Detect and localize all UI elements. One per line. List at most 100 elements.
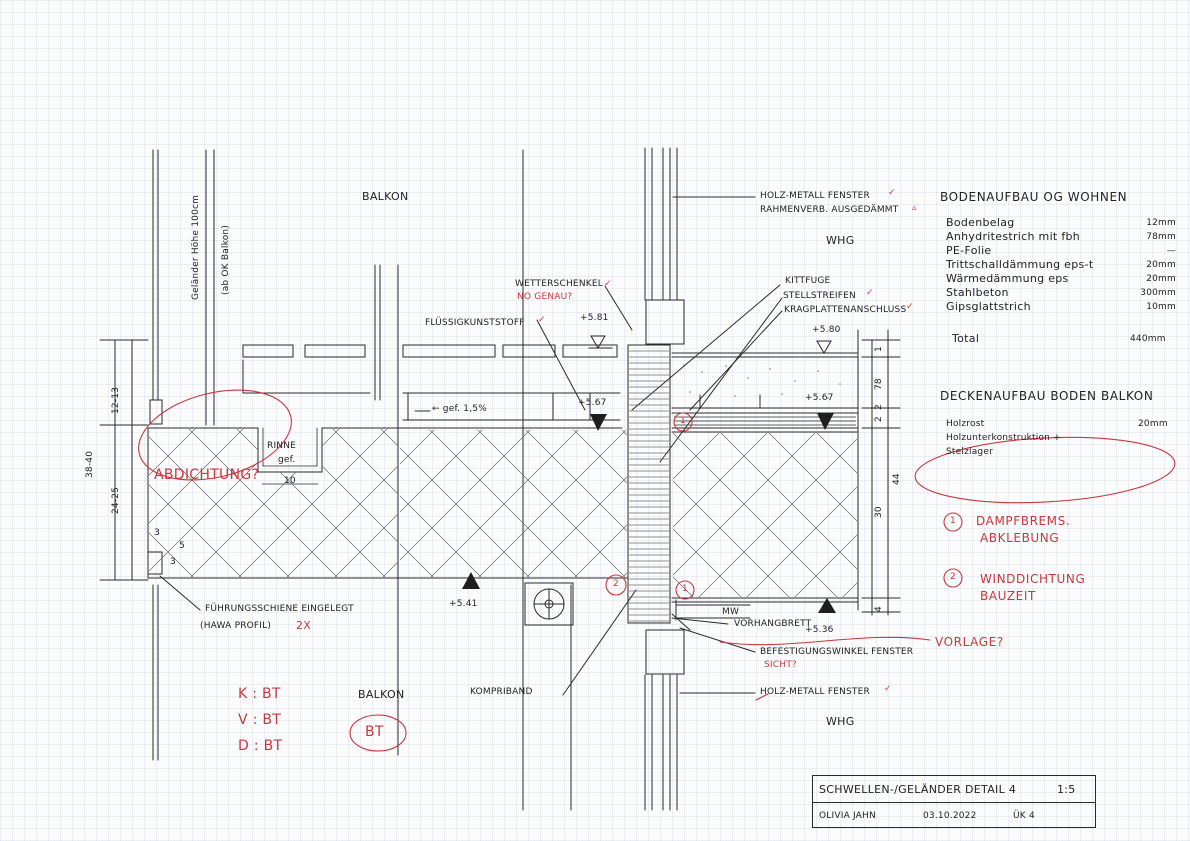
level-top-left: +5.81 [580,313,609,323]
level-mid-right: +5.67 [805,393,834,403]
decke-layer-value: 20mm [1138,419,1168,429]
rahmen-mark: ▵ [912,203,917,213]
title-block-divider [813,802,1095,803]
balkon-top-label: BALKON [362,190,409,203]
kompriband-label: KOMPRIBAND [470,687,533,697]
stellstreifen-label: STELLSTREIFEN [783,291,856,301]
zx-note: 2X [296,619,312,632]
titleblock-date: 03.10.2022 [923,811,977,821]
rinne-label: RINNE [267,441,297,451]
boden-og-row: Stahlbeton 300mm [940,287,1176,301]
layer-value: — [1166,246,1176,256]
review-bt-circled: BT [365,724,384,740]
ab-balkon-label: (ab OK Balkon) [221,224,231,295]
fuehrungsschiene-label: FÜHRUNGSSCHIENE EINGELEGT [205,604,354,614]
kragplatten-check: ✓ [906,302,914,312]
dim-small-5: 5 [179,541,185,551]
layer-value: 20mm [1146,260,1176,270]
level-mid-left: +5.67 [578,398,607,408]
layer-name: Wärmedämmung eps [946,272,1069,285]
title-block: SCHWELLEN-/GELÄNDER DETAIL 4 1:5 OLIVIA … [812,775,1096,828]
decke-layer-name: Holzrost [946,419,985,429]
level-top-right: +5.80 [812,325,841,335]
level-bottom-right: +5.36 [805,625,834,635]
dim-right-78: 78 [874,378,884,390]
marker-2-label: 2 [613,579,619,589]
slope-label: ← gef. 1,5% [432,404,487,414]
dim-left-lower: 24-25 [111,486,121,514]
boden-og-row: Anhydritestrich mit fbh 78mm [940,231,1176,245]
dim-right-total: 44 [892,473,902,485]
layer-name: Gipsglattstrich [946,300,1031,313]
note-2-number: 2 [950,572,956,582]
titleblock-title: SCHWELLEN-/GELÄNDER DETAIL 4 [819,783,1017,796]
layer-value: 300mm [1140,288,1176,298]
wetterschenkel-label: WETTERSCHENKEL [515,279,603,289]
decke-balkon-title: DECKENAUFBAU BODEN BALKON [940,389,1154,403]
vorlage-note: VORLAGE? [935,635,1004,649]
dim-left-total: 38-40 [85,450,95,478]
sicht-note: SICHT? [764,660,797,670]
note-1-number: 1 [950,516,956,526]
boden-og-row: Trittschalldämmung eps-t 20mm [940,259,1176,273]
note-1-line2: ABKLEBUNG [980,531,1060,545]
boden-og-row: Wärmedämmung eps 20mm [940,273,1176,287]
note-2-line2: BAUZEIT [980,589,1036,603]
titleblock-author: OLIVIA JAHN [819,811,876,821]
layer-value: 12mm [1146,218,1176,228]
kragplatten-label: KRAGPLATTENANSCHLUSS [784,305,907,315]
kittfuge-label: KITTFUGE [785,276,831,286]
whg-bottom-label: WHG [826,715,855,728]
review-d: D : BT [238,738,283,754]
titleblock-scale: 1:5 [1057,783,1076,796]
balkon-bottom-label: BALKON [358,688,405,701]
review-v: V : BT [238,712,282,728]
boden-og-row: Bodenbelag 12mm [940,217,1176,231]
boden-og-row: PE-Folie — [940,245,1176,259]
note-2-line1: WINDDICHTUNG [980,572,1086,586]
mw-label: MW [722,607,740,617]
layer-name: Stahlbeton [946,286,1009,299]
boden-og-list: Bodenbelag 12mm Anhydritestrich mit fbh … [940,217,1176,315]
review-k: K : BT [238,686,281,702]
boden-og-total-value: 440mm [1130,334,1166,344]
fluessig-check: ✓ [538,315,546,325]
layer-name: Bodenbelag [946,216,1015,229]
layer-name: Trittschalldämmung eps-t [946,258,1094,271]
level-bottom-left: +5.41 [449,599,478,609]
layer-name: PE-Folie [946,244,992,257]
dim-right-2a: 2 [874,416,884,422]
dim-right-4: 4 [874,606,884,612]
vorhangbrett-label: VORHANGBRETT [734,619,812,629]
fluessigkunststoff-label: FLÜSSIGKUNSTSTOFF [425,318,525,328]
hawa-label: (HAWA PROFIL) [200,621,272,631]
wetterschenkel-check: ✓ [604,279,612,289]
gelaender-hoehe-label: Geländer Höhe 100cm [191,194,201,300]
dim-right-1: 1 [874,346,884,352]
layer-value: 20mm [1146,274,1176,284]
layer-name: Anhydritestrich mit fbh [946,230,1081,243]
rinne-gef-label: gef. [278,455,296,465]
marker-3-label: 1 [682,584,688,594]
boden-og-row: Gipsglattstrich 10mm [940,301,1176,315]
abdichtung-note: ABDICHTUNG? [154,467,260,483]
fenster-top-check: ✓ [888,188,896,198]
fenster-top-label: HOLZ-METALL FENSTER [760,191,870,201]
layer-value: 10mm [1146,302,1176,312]
titleblock-exercise: ÜK 4 [1013,811,1035,821]
dim-small-3b: 3 [170,557,176,567]
dim-right-30: 30 [874,506,884,518]
note-1-line1: DAMPFBREMS. [976,514,1071,528]
boden-og-title: BODENAUFBAU OG WOHNEN [940,190,1128,204]
layer-value: 78mm [1146,232,1176,242]
decke-layer-name: Holzunterkonstruktion + [946,433,1061,443]
dim-right-2b: 2 [874,404,884,410]
dim-left-upper: 12-13 [111,386,121,414]
no-genau-note: NO GENAU? [517,292,573,302]
fenster-bottom-label: HOLZ-METALL FENSTER [760,687,870,697]
fenster-bottom-check: ✓ [884,684,892,694]
boden-og-total-label: Total [952,332,980,345]
rahmen-label: RAHMENVERB. AUSGEDÄMMT [760,205,899,215]
